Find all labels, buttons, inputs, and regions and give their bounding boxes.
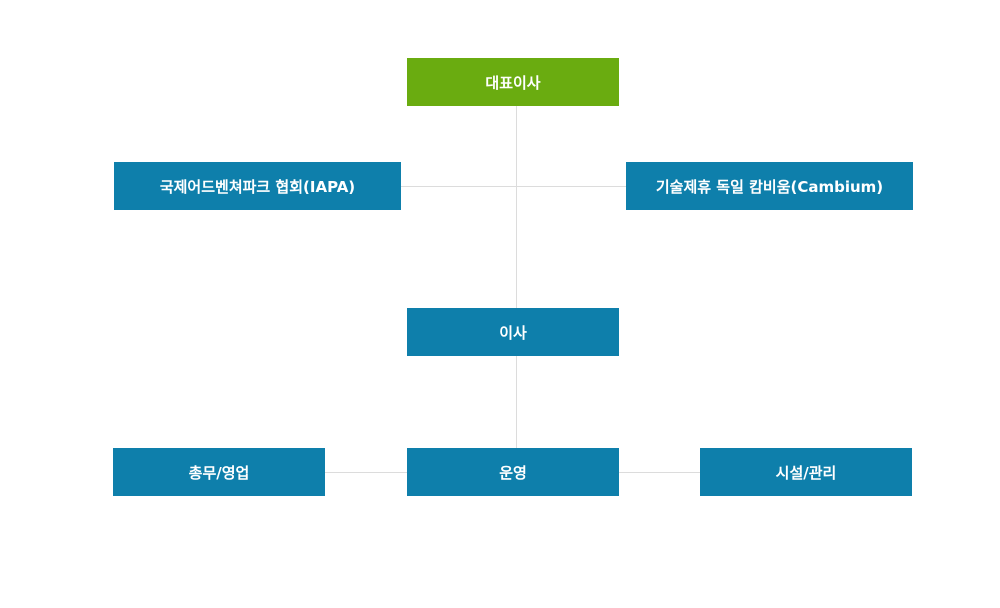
facilities-box: 시설/관리 bbox=[700, 448, 912, 496]
affiliate-iapa-box: 국제어드벤쳐파크 협회(IAPA) bbox=[114, 162, 401, 210]
admin-sales-box: 총무/영업 bbox=[113, 448, 325, 496]
connector-director-operations bbox=[516, 356, 517, 448]
director-label: 이사 bbox=[499, 323, 527, 342]
operations-label: 운영 bbox=[499, 463, 527, 482]
affiliate-iapa-label: 국제어드벤쳐파크 협회(IAPA) bbox=[159, 177, 356, 196]
affiliate-cambium-box: 기술제휴 독일 캄비움(Cambium) bbox=[626, 162, 913, 210]
connector-facilities bbox=[619, 472, 700, 473]
ceo-box: 대표이사 bbox=[407, 58, 619, 106]
connector-admin bbox=[325, 472, 407, 473]
operations-box: 운영 bbox=[407, 448, 619, 496]
admin-sales-label: 총무/영업 bbox=[188, 463, 250, 482]
director-box: 이사 bbox=[407, 308, 619, 356]
connector-ceo-director bbox=[516, 106, 517, 308]
facilities-label: 시설/관리 bbox=[775, 463, 837, 482]
ceo-label: 대표이사 bbox=[485, 73, 541, 92]
connector-affiliates bbox=[401, 186, 626, 187]
affiliate-cambium-label: 기술제휴 독일 캄비움(Cambium) bbox=[655, 177, 884, 196]
